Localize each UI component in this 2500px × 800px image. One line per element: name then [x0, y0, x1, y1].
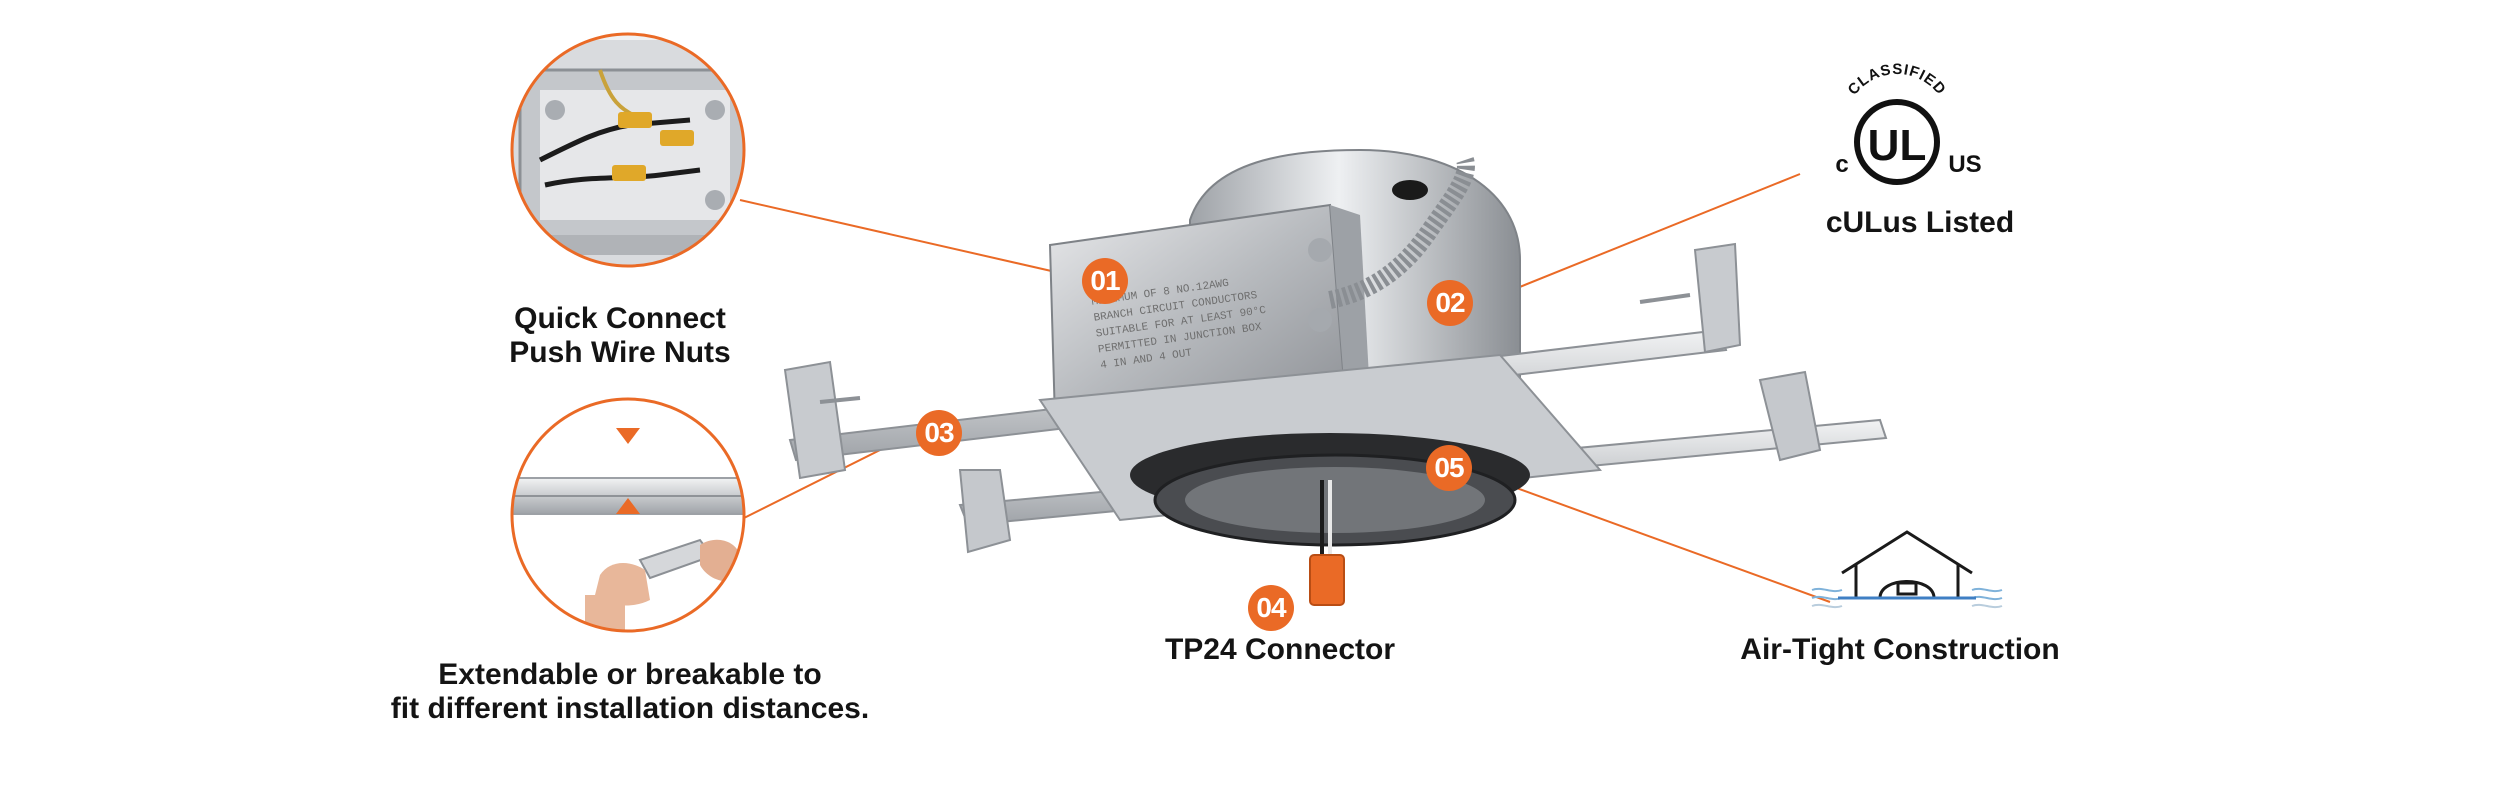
badge-03: 03	[916, 410, 962, 456]
air-tight-label: Air-Tight Construction	[1740, 633, 2060, 666]
bar-hanger-line-2: fit different installation distances.	[390, 691, 870, 725]
tp24-connector-label: TP24 Connector	[1164, 633, 1396, 666]
badge-01: 01	[1082, 258, 1128, 304]
ul-c-letter: c	[1835, 151, 1848, 178]
ul-mark: UL	[1868, 121, 1927, 170]
recessed-housing-image	[783, 148, 1888, 606]
badge-04: 04	[1248, 585, 1294, 631]
ul-classified-logo: CLASSIFIED UL c US	[1835, 61, 1982, 185]
svg-text:CLASSIFIED: CLASSIFIED	[1845, 61, 1950, 99]
bar-hanger-detail-image	[510, 397, 746, 633]
bar-hanger-line-1: Extendable or breakable to	[438, 658, 822, 691]
house-icon	[1838, 530, 1976, 600]
ul-classified-text: CLASSIFIED	[1845, 61, 1949, 99]
badge-05: 05	[1426, 445, 1472, 491]
quick-connect-label: Quick Connect Push Wire Nuts	[470, 302, 770, 369]
culus-listed-label: cULus Listed	[1825, 206, 2015, 239]
bar-hanger-label: Extendable or breakable to fit different…	[330, 658, 930, 725]
quick-connect-line-2: Push Wire Nuts	[509, 335, 731, 369]
airflow-icon	[1811, 587, 2003, 609]
leader-lines	[739, 173, 1831, 603]
badge-02: 02	[1427, 280, 1473, 326]
ul-us-letters: US	[1948, 151, 1981, 178]
quick-connect-line-1: Quick Connect	[514, 302, 726, 335]
wire-nut-detail-image	[510, 32, 746, 268]
